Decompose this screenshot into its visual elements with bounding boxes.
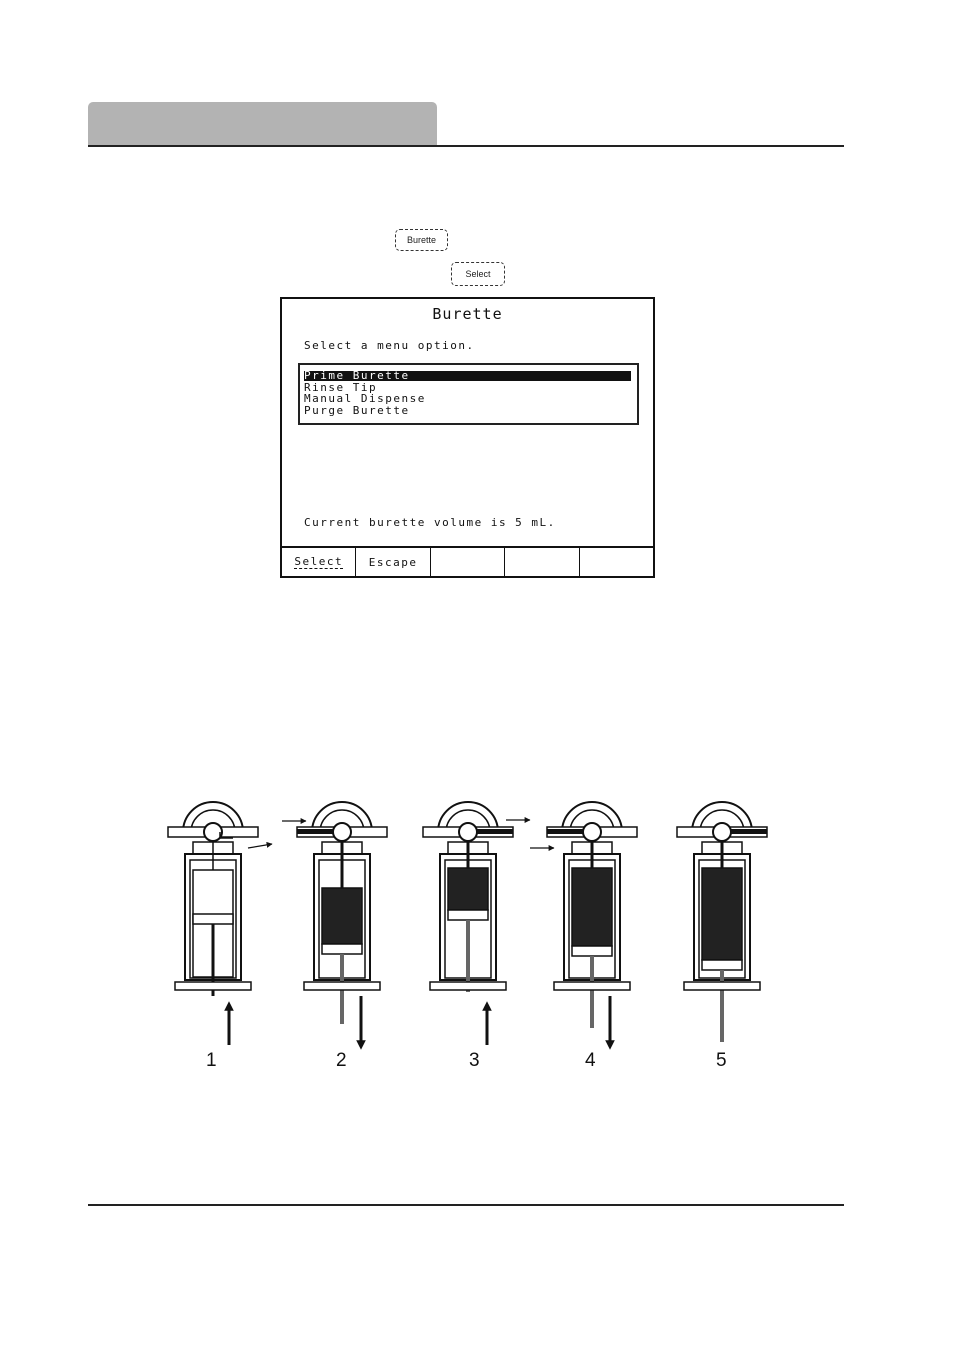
menu-list: Prime Burette Rinse Tip Manual Dispense … — [298, 363, 639, 425]
burette-5 — [677, 802, 767, 1042]
step-1-label: 1 — [206, 1050, 217, 1071]
step-4-label: 4 — [585, 1050, 596, 1071]
softkey-5[interactable] — [580, 548, 653, 576]
menu-item-purge-burette[interactable]: Purge Burette — [304, 406, 410, 416]
softkey-3[interactable] — [431, 548, 505, 576]
flow-arrow — [248, 844, 272, 848]
burette-3 — [423, 802, 513, 992]
burette-key[interactable]: Burette — [395, 229, 448, 251]
burette-cycle-diagram: 1 2 3 — [0, 780, 954, 1080]
softkey-escape[interactable]: Escape — [356, 548, 430, 576]
status-text: Current burette volume is 5 mL. — [304, 516, 556, 529]
step-2-label: 2 — [336, 1050, 347, 1071]
softkey-4[interactable] — [505, 548, 579, 576]
softkey-select[interactable]: Select — [282, 548, 356, 576]
burette-screen: Burette Select a menu option. Prime Bure… — [280, 297, 655, 578]
softkey-escape-label: Escape — [369, 556, 418, 569]
menu-item-manual-dispense[interactable]: Manual Dispense — [304, 394, 426, 404]
screen-prompt: Select a menu option. — [304, 339, 475, 352]
menu-item-prime-burette[interactable]: Prime Burette — [304, 371, 631, 381]
burette-4 — [547, 802, 637, 1028]
burette-1 — [168, 802, 258, 996]
step-3-label: 3 — [469, 1050, 480, 1071]
softkey-bar: Select Escape — [282, 546, 653, 576]
select-key[interactable]: Select — [451, 262, 505, 286]
softkey-select-label: Select — [294, 555, 343, 569]
header-rule — [88, 145, 844, 147]
screen-title: Burette — [282, 305, 653, 323]
burette-2 — [297, 802, 387, 1024]
step-5-label: 5 — [716, 1050, 727, 1071]
footer-rule — [88, 1204, 844, 1206]
section-tab — [88, 102, 437, 146]
